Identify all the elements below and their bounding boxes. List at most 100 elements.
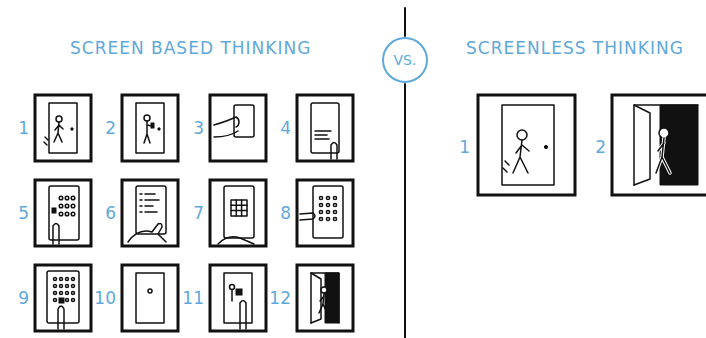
panel-press-lock-part <box>224 273 252 323</box>
panel-press-lock <box>210 265 266 331</box>
panel-select-keypad-part <box>224 186 254 238</box>
panel-press-code-part <box>319 196 322 199</box>
panel-confirm-code-part <box>66 299 69 302</box>
callout-number: 6 <box>105 204 116 223</box>
callout-number: 11 <box>182 289 204 308</box>
callout-number: 1 <box>18 119 29 138</box>
panel-walk-to-door <box>35 95 91 161</box>
callout-number: 12 <box>269 289 291 308</box>
panel-press-code-part <box>313 186 343 238</box>
panel-open-app-part <box>71 196 75 200</box>
panel-select-keypad-part <box>231 200 247 216</box>
panel-open-app-part <box>59 212 63 216</box>
panel-open-app-part <box>65 196 69 200</box>
panel-door-opens-large-part <box>634 105 698 185</box>
panel-open-app-part <box>71 204 75 208</box>
panel-walk-to-door-large <box>478 95 575 195</box>
panel-open-app-part <box>59 204 63 208</box>
panel-enter-door-part <box>325 273 339 323</box>
panel-confirm-code-part <box>60 285 63 288</box>
panel-door-opens-large <box>612 95 706 195</box>
panel-confirm-code-part <box>59 298 64 303</box>
panel-open-app-part <box>52 208 56 213</box>
panel-select-keypad-part <box>210 180 266 246</box>
panel-open-app-part <box>59 196 63 200</box>
panel-press-code-part <box>333 217 336 220</box>
panel-confirm-code-part <box>47 271 79 323</box>
callout-number: 9 <box>18 289 29 308</box>
panel-press-code-part <box>333 210 336 213</box>
vs-circle: VS. <box>382 37 428 83</box>
panel-door-lock-part <box>136 273 164 323</box>
panel-enter-door-part <box>311 273 321 323</box>
panel-hand-phone-part <box>210 95 266 161</box>
panel-hand-phone <box>210 95 266 161</box>
panel-select-keypad-part <box>231 200 247 216</box>
panel-press-code-part <box>326 210 329 213</box>
panel-press-code-part <box>319 203 322 206</box>
panel-confirm-code-part <box>66 292 69 295</box>
panel-walk-to-door-part <box>44 122 63 145</box>
callout-number: 4 <box>280 119 291 138</box>
panel-door-opens-large-part <box>612 95 706 195</box>
panel-confirm-code-part <box>66 278 69 281</box>
callout-number: 3 <box>193 119 204 138</box>
panel-confirm-code-part <box>72 299 75 302</box>
panel-confirm-code-part <box>72 278 75 281</box>
panel-confirm-code-part <box>58 306 64 329</box>
vs-text: VS. <box>394 53 417 67</box>
panel-enter-door <box>297 265 353 331</box>
callout-number: 5 <box>18 204 29 223</box>
panel-walk-to-door-part <box>35 95 91 161</box>
panel-confirm-code-part <box>72 285 75 288</box>
panel-unlock-screen-part <box>297 95 353 161</box>
panel-walk-to-door-large-part <box>544 145 547 148</box>
panel-confirm-code-part <box>72 292 75 295</box>
section-title: SCREENLESS THINKING <box>466 39 684 58</box>
panel-check-phone-part <box>122 95 178 161</box>
panel-open-app-part <box>65 212 69 216</box>
callout-number: 10 <box>94 289 116 308</box>
panel-walk-to-door-large-part <box>517 130 527 140</box>
callout-number: 1 <box>459 138 470 157</box>
panel-door-lock-part <box>148 289 152 293</box>
panel-door-opens-large-part <box>656 138 670 173</box>
panel-press-lock-part <box>210 265 266 331</box>
panel-enter-door-part <box>297 265 353 331</box>
panel-press-code-part <box>326 203 329 206</box>
panel-press-code-part <box>319 217 322 220</box>
panel-open-app-part <box>65 204 69 208</box>
panel-open-app-part <box>53 224 59 245</box>
callout-number: 2 <box>595 138 606 157</box>
panel-door-lock-part <box>122 265 178 331</box>
panel-press-code-part <box>319 210 322 213</box>
panel-press-lock-part <box>236 289 242 295</box>
panel-hand-phone-part <box>214 117 239 137</box>
panel-door-opens-large-part <box>634 105 650 185</box>
panel-check-phone-part <box>158 128 160 130</box>
panel-enter-door-part <box>319 293 327 313</box>
panel-check-phone-part <box>151 123 154 128</box>
panel-confirm-code-part <box>60 278 63 281</box>
panel-select-keypad <box>210 180 266 246</box>
panel-press-code-part <box>297 180 353 246</box>
panel-check-phone-part <box>144 115 150 121</box>
panel-open-app-part <box>35 180 91 246</box>
panel-unlock-screen-part <box>311 103 339 153</box>
panel-walk-to-door-large-part <box>503 140 529 173</box>
panel-unlock-screen-part <box>315 131 337 159</box>
panel-open-app-part <box>71 212 75 216</box>
panel-check-phone <box>122 95 178 161</box>
callout-number: 2 <box>105 119 116 138</box>
callout-number: 8 <box>280 204 291 223</box>
panel-door-lock <box>122 265 178 331</box>
panel-confirm-code-part <box>54 278 57 281</box>
panel-walk-to-door-large-part <box>478 95 575 195</box>
panel-scroll-list-part <box>128 223 166 242</box>
panel-press-code-part <box>326 196 329 199</box>
panel-press-code-part <box>300 213 315 220</box>
panel-confirm-code-part <box>60 292 63 295</box>
panel-press-code-part <box>333 203 336 206</box>
panel-select-keypad-part <box>218 237 254 244</box>
panel-door-opens-large-part <box>656 138 670 173</box>
